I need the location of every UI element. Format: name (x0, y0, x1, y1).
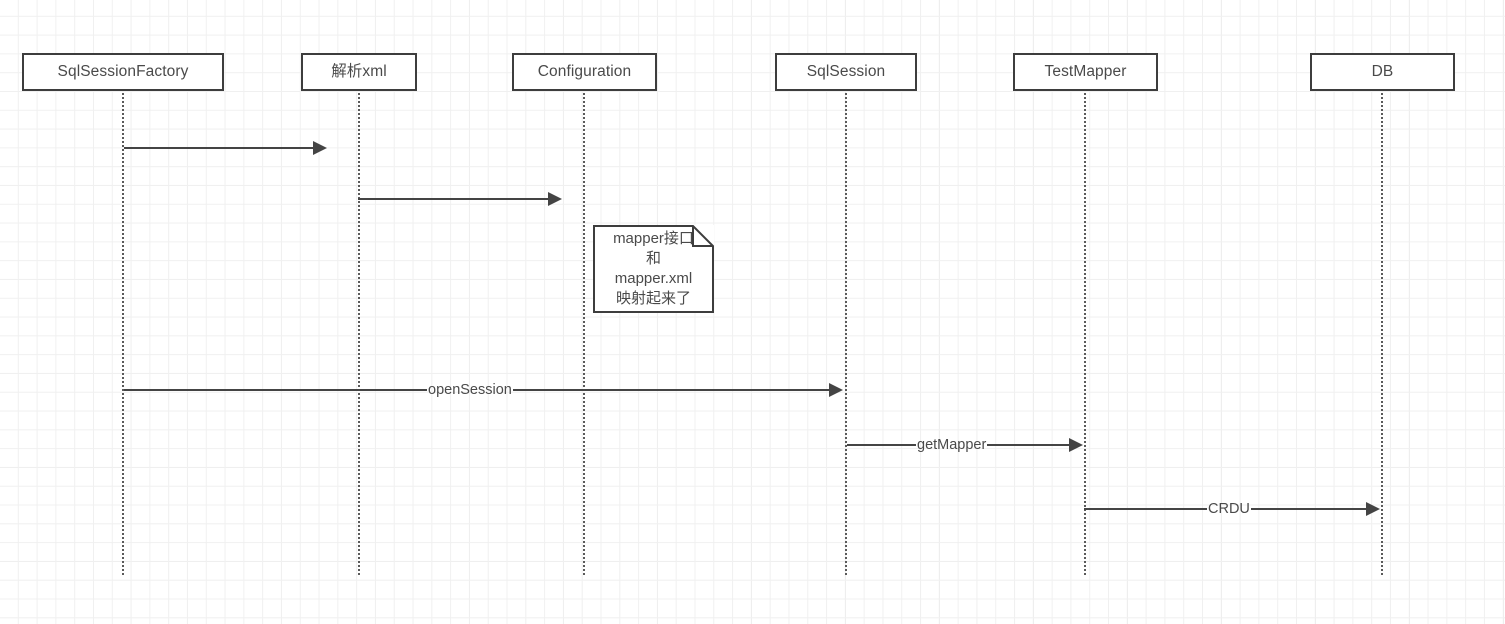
arrowhead-icon (548, 192, 562, 206)
message-crdu[interactable]: CRDU (1084, 499, 1380, 519)
message-line (847, 444, 916, 446)
lifeline-box[interactable]: Configuration (512, 53, 657, 91)
arrowhead-icon (829, 383, 843, 397)
lifeline-box[interactable]: SqlSessionFactory (22, 53, 224, 91)
lifeline-label: DB (1371, 63, 1394, 81)
lifeline-label: SqlSessionFactory (57, 63, 189, 81)
lifeline-label: SqlSession (806, 63, 886, 81)
message-label: CRDU (1208, 500, 1250, 517)
message-label: openSession (428, 381, 512, 398)
message-parse-xml[interactable] (124, 138, 327, 158)
message-line (124, 147, 314, 149)
message-build-configuration[interactable] (358, 189, 562, 209)
note-line-2: 和 (645, 250, 661, 268)
lifeline-label: 解析xml (331, 63, 387, 81)
lifeline-box[interactable]: 解析xml (301, 53, 417, 91)
message-line (358, 198, 549, 200)
message-opensession[interactable]: openSession (124, 380, 843, 400)
message-line (1250, 508, 1367, 510)
lifeline-box[interactable]: SqlSession (775, 53, 917, 91)
note-text: mapper接口 和 mapper.xml 映射起来了 (593, 225, 714, 313)
lifeline-stem (845, 93, 847, 575)
note-mapper-binding[interactable]: mapper接口 和 mapper.xml 映射起来了 (593, 225, 714, 313)
lifeline-box[interactable]: TestMapper (1013, 53, 1158, 91)
message-line (512, 389, 830, 391)
lifeline-label: TestMapper (1044, 63, 1127, 81)
message-line (124, 389, 427, 391)
note-line-3: mapper.xml (614, 270, 693, 287)
note-line-4: 映射起来了 (615, 289, 691, 307)
lifeline-stem (1084, 93, 1086, 575)
lifeline-stem (583, 93, 585, 575)
arrowhead-icon (313, 141, 327, 155)
message-line (987, 444, 1070, 446)
arrowhead-icon (1069, 438, 1083, 452)
note-line-1: mapper接口 (613, 230, 694, 248)
message-label: getMapper (917, 436, 987, 453)
lifeline-box[interactable]: DB (1310, 53, 1455, 91)
message-getmapper[interactable]: getMapper (847, 435, 1083, 455)
arrowhead-icon (1366, 502, 1380, 516)
lifeline-stem (358, 93, 360, 575)
lifeline-stem (1381, 93, 1383, 575)
message-line (1084, 508, 1207, 510)
lifeline-stem (122, 93, 124, 575)
lifeline-label: Configuration (537, 63, 632, 81)
note-shape-icon (593, 225, 714, 313)
